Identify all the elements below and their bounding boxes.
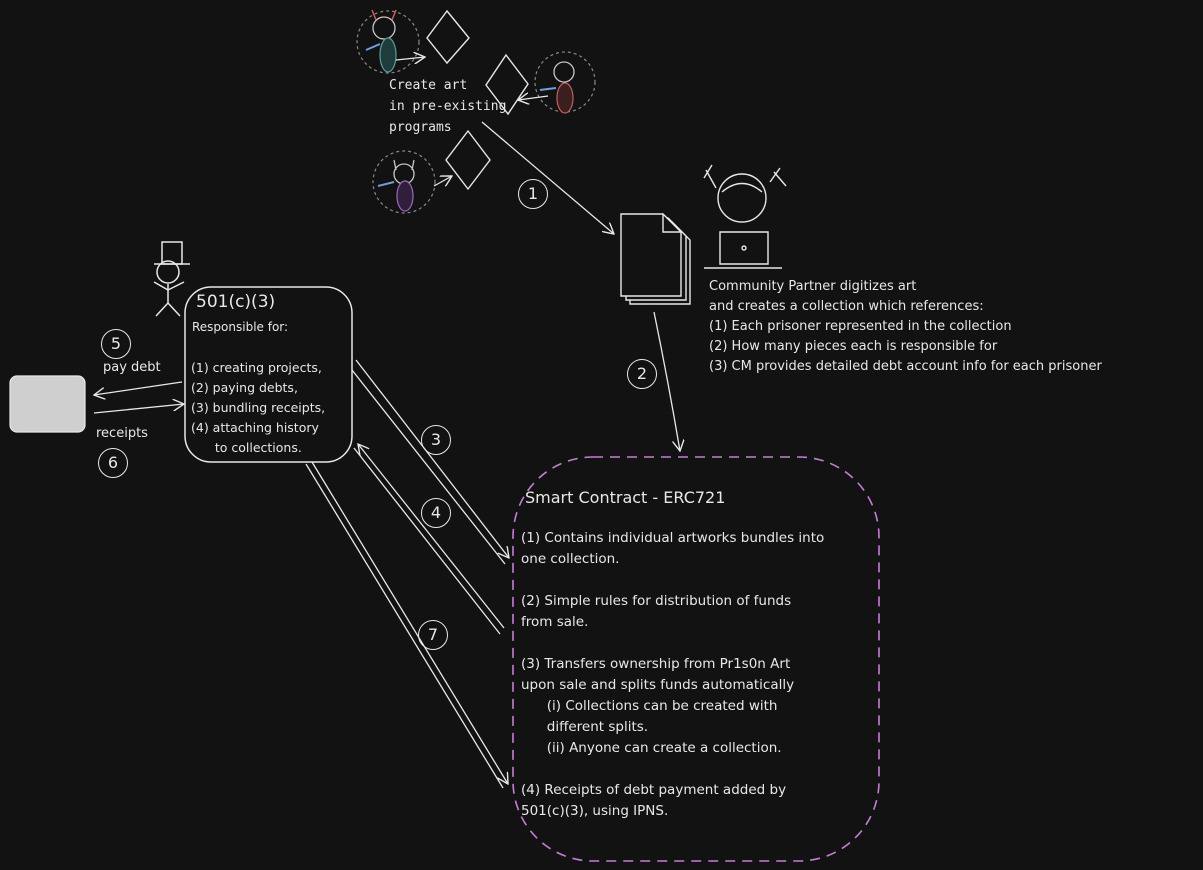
contract-line-8: upon sale and splits funds automatically (521, 677, 795, 693)
step-2-badge: 2 (627, 359, 657, 389)
org-box-item-5: to collections. (191, 440, 302, 455)
contract-line-13: (4) Receipts of debt payment added by (521, 782, 787, 798)
contract-line-14: 501(c)(3), using IPNS. (521, 803, 669, 819)
artist-avatar-3 (372, 150, 436, 214)
document-stack-icon (620, 213, 691, 305)
artwork-diamond-2 (485, 53, 529, 116)
arrow-step-2 (653, 311, 680, 451)
community-partner-icon (703, 164, 787, 269)
payee-card (9, 375, 86, 433)
arrow-step-4 (354, 444, 505, 635)
org-box-item-4: (4) attaching history (191, 420, 319, 435)
partner-caption-line-3: (1) Each prisoner represented in the col… (709, 319, 1012, 334)
art-caption-line-1: Create art (389, 78, 468, 93)
artist-avatar-2 (534, 51, 596, 114)
arrow-artist2-art (518, 96, 549, 100)
arrow-pay-debt (94, 381, 183, 395)
partner-caption-line-5: (3) CM provides detailed debt account in… (709, 359, 1102, 374)
arrow-step-7 (305, 461, 508, 788)
contract-line-4: (2) Simple rules for distribution of fun… (521, 593, 792, 609)
arrow-step-3 (351, 359, 509, 564)
step-1-badge: 1 (518, 179, 548, 209)
art-caption-line-2: in pre-existing (389, 99, 507, 114)
contract-title: Smart Contract - ERC721 (525, 488, 726, 507)
contract-line-11: (ii) Anyone can create a collection. (521, 740, 782, 756)
contract-line-9: (i) Collections can be created with (521, 698, 778, 714)
org-box-item-2: (2) paying debts, (191, 380, 298, 395)
arrow-receipts (93, 404, 184, 414)
contract-line-7: (3) Transfers ownership from Pr1s0n Art (521, 656, 791, 672)
org-box-item-3: (3) bundling receipts, (191, 400, 326, 415)
smart-contract-box (512, 456, 880, 862)
step-4-badge: 4 (421, 498, 451, 528)
arrow-step-1 (481, 121, 614, 234)
partner-caption-line-4: (2) How many pieces each is responsible … (709, 339, 998, 354)
receipts-label: receipts (96, 426, 148, 441)
step-6-badge: 6 (98, 448, 128, 478)
org-box-title: 501(c)(3) (196, 292, 276, 312)
org-box-subtitle: Responsible for: (192, 320, 289, 334)
arrow-artist1-art (395, 57, 425, 60)
art-caption-line-3: programs (389, 120, 452, 135)
contract-line-5: from sale. (521, 614, 589, 630)
step-7-badge: 7 (418, 620, 448, 650)
artwork-diamond-3 (445, 129, 491, 191)
step-3-badge: 3 (421, 425, 451, 455)
contract-line-1: (1) Contains individual artworks bundles… (521, 530, 825, 546)
contract-line-10: different splits. (521, 719, 649, 735)
arrow-artist3-art (433, 176, 452, 186)
contract-line-2: one collection. (521, 551, 620, 567)
org-box (184, 286, 353, 463)
pay-debt-label: pay debt (103, 360, 161, 375)
stick-figure-icon (153, 241, 190, 317)
partner-caption-line-1: Community Partner digitizes art (709, 279, 917, 294)
artwork-diamond-1 (426, 9, 470, 65)
partner-caption-line-2: and creates a collection which reference… (709, 299, 984, 314)
step-5-badge: 5 (101, 329, 131, 359)
artist-avatar-1 (356, 9, 420, 74)
org-box-item-1: (1) creating projects, (191, 360, 322, 375)
